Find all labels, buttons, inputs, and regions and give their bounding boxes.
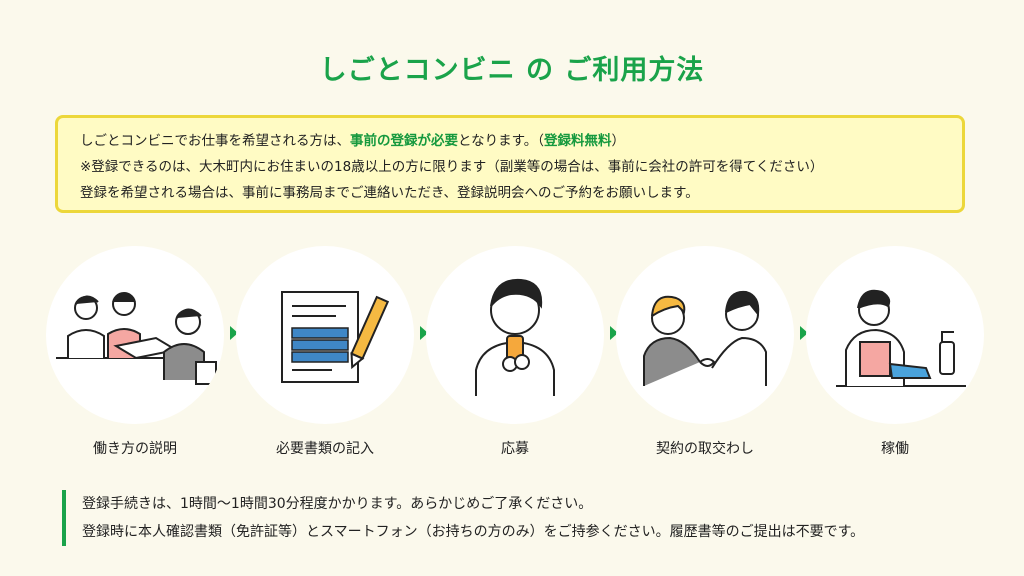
notice-emphasis-free: 登録料無料: [544, 133, 612, 149]
step-contract: 契約の取交わし: [616, 246, 794, 458]
cleaning-worker-icon: [806, 246, 984, 424]
chevron-right-icon: [610, 326, 618, 340]
smartphone-person-icon: [426, 246, 604, 424]
chevron-right-icon: [800, 326, 808, 340]
chevron-right-icon: [230, 326, 238, 340]
step-apply: 応募: [426, 246, 604, 458]
step-fill-documents: 必要書類の記入: [236, 246, 414, 458]
notice-line-3: 登録を希望される場合は、事前に事務局までご連絡いただき、登録説明会へのご予約をお…: [80, 185, 699, 201]
notice-line-1: しごとコンビニでお仕事を希望される方は、事前の登録が必要となります。（登録料無料…: [80, 128, 940, 154]
notice-text: しごとコンビニでお仕事を希望される方は、: [80, 133, 350, 149]
footnote-line-1: 登録手続きは、1時間〜1時間30分程度かかります。あらかじめご了承ください。: [82, 496, 593, 512]
meeting-icon: [46, 246, 224, 424]
handshake-icon: [616, 246, 794, 424]
registration-notice: しごとコンビニでお仕事を希望される方は、事前の登録が必要となります。（登録料無料…: [55, 115, 965, 213]
step-label: 働き方の説明: [93, 441, 177, 457]
step-working: 稼働: [806, 246, 984, 458]
step-label: 必要書類の記入: [276, 441, 374, 457]
step-label: 稼働: [881, 441, 909, 457]
step-label: 契約の取交わし: [656, 441, 754, 457]
notice-line-2: ※登録できるのは、大木町内にお住まいの18歳以上の方に限ります（副業等の場合は、…: [80, 159, 824, 175]
notice-text: となります。（: [458, 133, 544, 149]
notice-text: ）: [611, 133, 626, 149]
notice-emphasis-required: 事前の登録が必要: [350, 133, 458, 149]
page-title: しごとコンビニ の ご利用方法: [319, 55, 705, 86]
step-work-explanation: 働き方の説明: [46, 246, 224, 458]
chevron-right-icon: [420, 326, 428, 340]
step-label: 応募: [501, 441, 529, 457]
footnote: 登録手続きは、1時間〜1時間30分程度かかります。あらかじめご了承ください。 登…: [62, 490, 982, 546]
footnote-line-2: 登録時に本人確認書類（免許証等）とスマートフォン（お持ちの方のみ）をご持参くださ…: [82, 524, 865, 540]
document-pen-icon: [236, 246, 414, 424]
